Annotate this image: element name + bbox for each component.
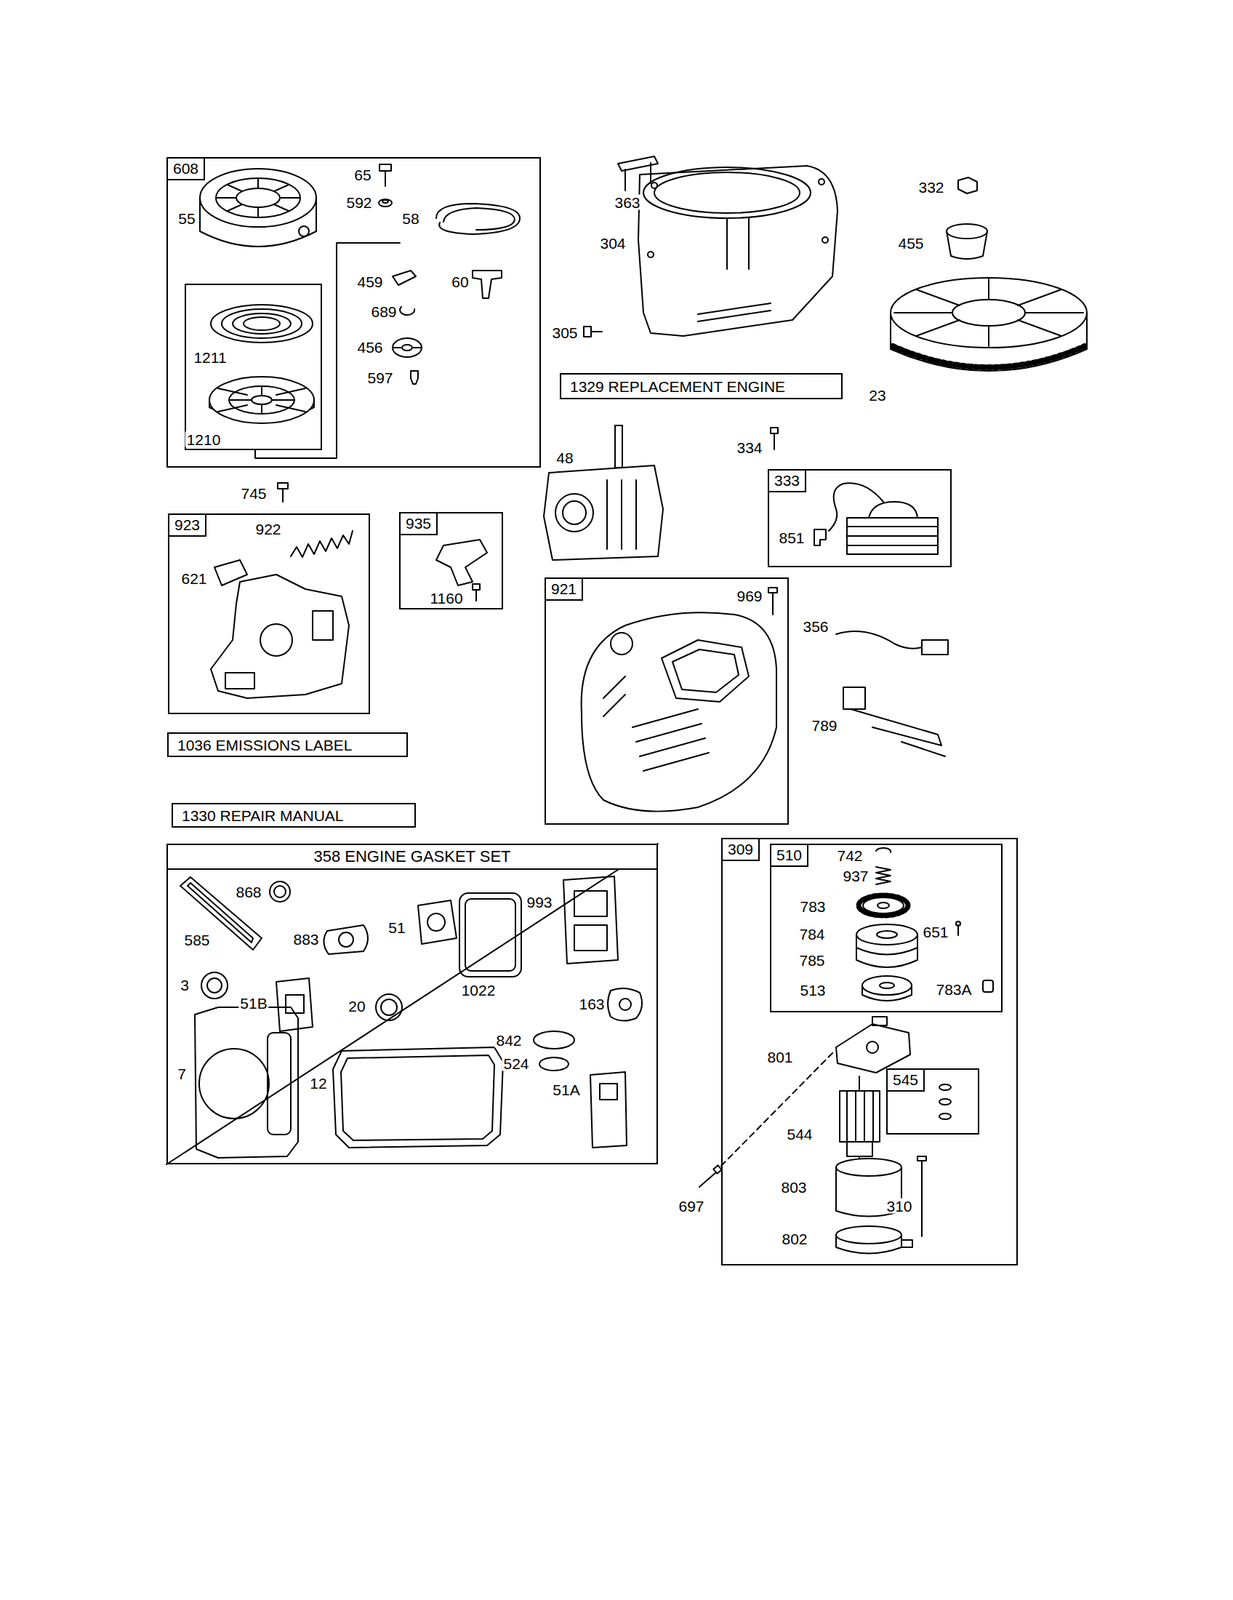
callout-number: 310 — [884, 1198, 914, 1214]
callout-number: 783 — [798, 898, 827, 914]
rewind-spring — [210, 304, 313, 343]
callout-number: 163 — [577, 995, 606, 1012]
callout-number: 803 — [779, 1179, 808, 1195]
callout-number: 1211 — [191, 349, 228, 365]
callout-number: 868 — [234, 884, 263, 900]
kit-box: 358 ENGINE GASKET SET 868 585 883 51 993 3 51B 2… — [166, 843, 658, 1164]
starter-pulley — [209, 376, 315, 424]
callout-number: 332 — [916, 179, 946, 195]
callout-number: 20 — [346, 998, 367, 1014]
note-box: 1330 REPAIR MANUAL — [171, 802, 416, 828]
callout-number: 524 — [501, 1055, 530, 1071]
callout-number: 12 — [308, 1075, 328, 1091]
callout-number: 621 — [179, 570, 208, 586]
starter-motor — [699, 847, 994, 1254]
callout-number: 585 — [182, 932, 211, 948]
callout-number: 1210 — [185, 431, 223, 448]
group-number: 935 — [400, 513, 438, 536]
callout-number: 883 — [291, 931, 320, 947]
parts-box: 923 922 621 — [167, 513, 371, 714]
callout-number: 7 — [175, 1065, 188, 1082]
callout-number: 969 — [735, 588, 764, 604]
callout-number: 789 — [809, 717, 839, 733]
parts-box: 545 — [886, 1067, 980, 1135]
callout-number: 456 — [355, 339, 384, 355]
callout-number: 51B — [238, 995, 269, 1011]
engine-shroud — [581, 587, 778, 812]
parts-box: 510 742 937 783 784 785 651 513 783A — [769, 843, 1003, 1012]
callout-number: 783A — [934, 981, 973, 997]
group-number: 309 — [722, 838, 760, 861]
callout-number: 304 — [598, 235, 627, 251]
callout-number: 58 — [400, 210, 421, 227]
callout-number: 697 — [676, 1198, 706, 1214]
box-title: 1330 REPAIR MANUAL — [181, 807, 344, 823]
parts-box: 921 969 — [544, 577, 789, 825]
box-title: 1036 EMISSIONS LABEL — [177, 737, 352, 753]
callout-number: 802 — [780, 1230, 809, 1247]
callout-number: 784 — [797, 926, 826, 942]
callout-number: 993 — [524, 894, 554, 910]
recoil-housing — [199, 168, 317, 247]
callout-number: 51A — [551, 1081, 581, 1098]
ignition-coil — [814, 482, 938, 554]
callout-number: 60 — [450, 274, 470, 290]
callout-number: 55 — [176, 210, 197, 227]
callout-number: 459 — [355, 274, 384, 290]
callout-number: 65 — [352, 167, 373, 183]
callout-number: 455 — [896, 235, 925, 251]
group-number: 545 — [887, 1069, 925, 1092]
flywheel — [890, 177, 1087, 371]
note-box: 1036 EMISSIONS LABEL — [167, 732, 408, 757]
group-number: 333 — [769, 470, 807, 493]
callout-number: 842 — [494, 1032, 523, 1048]
callout-number: 742 — [835, 847, 864, 863]
callout-number: 23 — [867, 387, 887, 403]
callout-number: 785 — [797, 952, 826, 968]
callout-number: 3 — [178, 977, 191, 993]
callout-number: 305 — [550, 324, 579, 341]
callout-number: 51 — [386, 919, 407, 935]
callout-number: 1022 — [460, 982, 498, 998]
parts-box: 935 1160 — [399, 511, 504, 610]
callout-number: 801 — [765, 1049, 794, 1065]
group-number: 921 — [545, 578, 584, 601]
callout-number: 513 — [798, 982, 827, 998]
callout-number: 651 — [921, 924, 950, 940]
group-number: 510 — [771, 844, 809, 867]
group-number: 608 — [167, 158, 206, 181]
callout-number: 937 — [841, 868, 870, 884]
callout-number: 544 — [785, 1126, 814, 1142]
group-number: 923 — [169, 514, 207, 537]
parts-box: 333 851 — [767, 468, 952, 568]
callout-number: 592 — [344, 194, 373, 211]
callout-number: 48 — [554, 450, 575, 466]
callout-number: 1160 — [428, 590, 464, 606]
blower-housing — [583, 156, 838, 337]
callout-number: 689 — [369, 303, 398, 320]
callout-number: 745 — [239, 485, 268, 501]
parts-subbox: 1211 1210 — [184, 283, 323, 451]
box-title: 1329 REPLACEMENT ENGINE — [569, 378, 786, 395]
callout-number: 597 — [365, 370, 395, 386]
callout-number: 334 — [735, 439, 764, 456]
parts-box: 608 65 592 55 58 459 60 689 456 597 1211 1210 — [166, 157, 541, 468]
engine-block — [277, 425, 778, 560]
callout-number: 363 — [612, 194, 642, 211]
gaskets — [166, 843, 658, 1164]
note-box: 1329 REPLACEMENT ENGINE — [559, 372, 843, 400]
callout-number: 851 — [777, 529, 806, 546]
governor-bracket — [210, 530, 488, 698]
box-title: 358 ENGINE GASKET SET — [167, 844, 657, 870]
callout-number: 922 — [253, 521, 283, 537]
parts-box: 3098015448038023105107429377837847856515… — [721, 837, 1018, 1265]
callout-number: 356 — [801, 618, 830, 634]
wires — [836, 631, 949, 757]
